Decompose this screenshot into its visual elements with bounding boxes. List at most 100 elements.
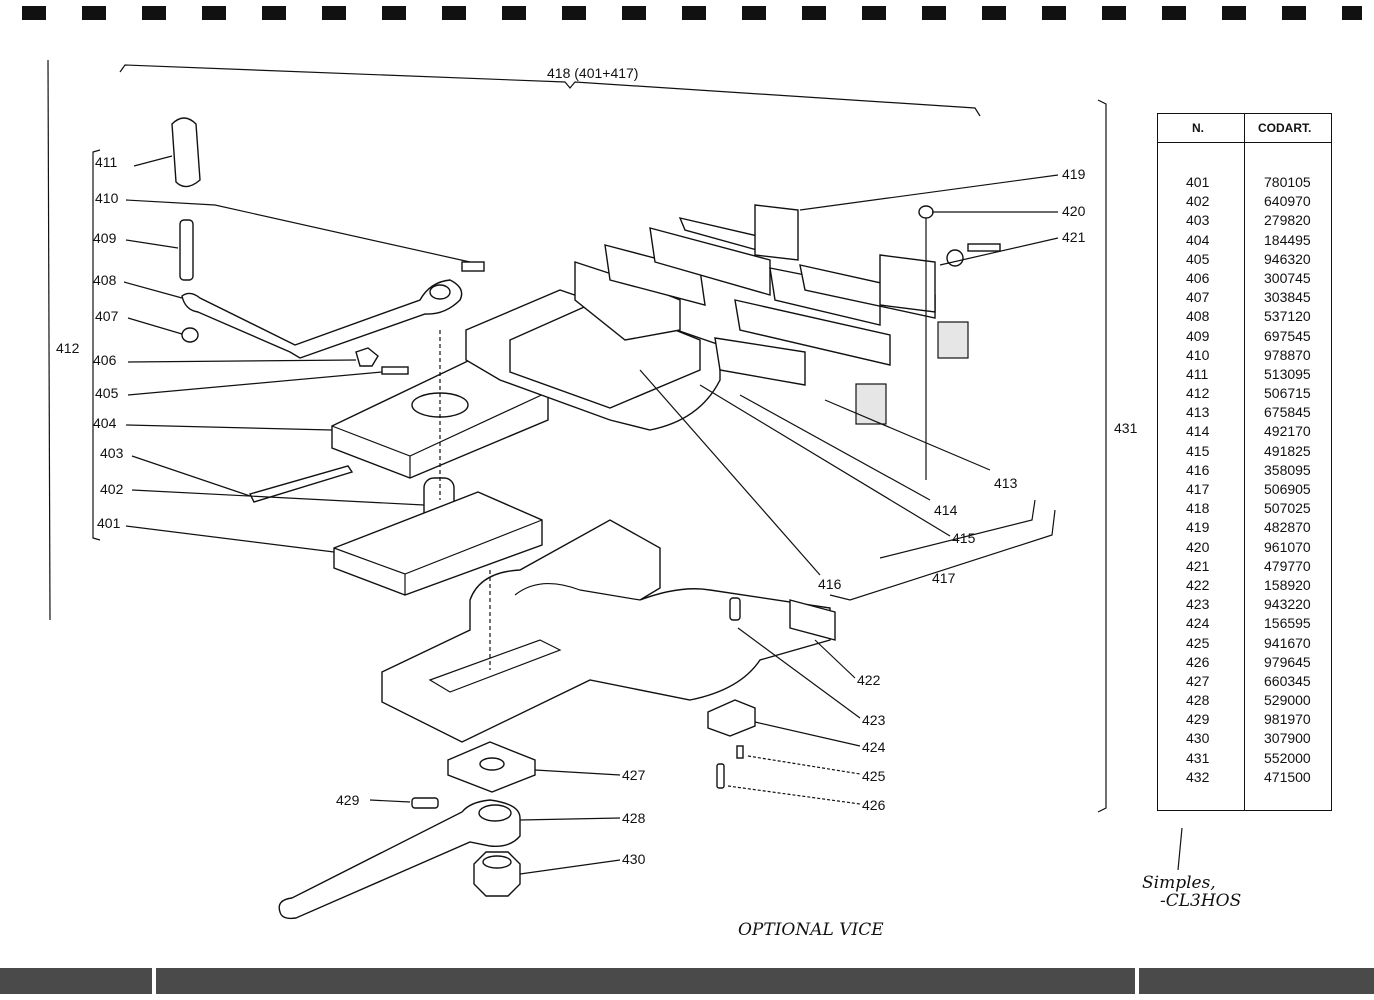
lever-eye [429, 284, 451, 300]
leader-407 [127, 317, 183, 335]
label-404: 404 [93, 415, 117, 431]
small-block [707, 699, 756, 737]
label-412: 412 [56, 340, 80, 356]
label-423: 423 [862, 712, 886, 728]
label-425: 425 [862, 768, 886, 784]
small-spacer [736, 745, 744, 759]
binder-hole [502, 6, 526, 20]
handwritten-note-line2: -CL3HOS [1160, 891, 1241, 911]
stop-block [789, 599, 836, 641]
part-number: 405 [1186, 250, 1210, 267]
jaw-plate-d [734, 299, 891, 366]
part-code: 946320 [1264, 250, 1311, 267]
handwritten-stroke [1177, 827, 1183, 871]
leader-427 [534, 769, 621, 776]
label-416: 416 [818, 576, 842, 592]
leader-423 [737, 627, 861, 719]
part-number: 412 [1186, 385, 1210, 402]
part-code: 491825 [1264, 442, 1311, 459]
washer [181, 327, 199, 343]
part-number: 424 [1186, 615, 1210, 632]
table-row: 401 780105 [1158, 174, 1331, 193]
part-code: 507025 [1264, 500, 1311, 517]
label-426: 426 [862, 797, 886, 813]
binder-hole [1042, 6, 1066, 20]
leader-405 [127, 371, 383, 396]
binder-hole [802, 6, 826, 20]
part-number: 409 [1186, 327, 1210, 344]
leader-425 [747, 755, 861, 775]
scan-edge-bar [0, 968, 1374, 994]
label-408: 408 [93, 272, 117, 288]
part-code: 943220 [1264, 596, 1311, 613]
bracket-412 [92, 149, 101, 541]
leader-430 [519, 859, 621, 875]
part-number: 401 [1186, 174, 1210, 190]
label-403: 403 [100, 445, 124, 461]
leader-409 [125, 239, 179, 249]
binder-hole [262, 6, 286, 20]
table-header-code: CODART. [1258, 121, 1312, 135]
binder-hole [22, 6, 46, 20]
jaw-plate-b [649, 227, 771, 296]
binder-hole [82, 6, 106, 20]
label-401: 401 [97, 515, 121, 531]
dowel-pin [729, 597, 741, 621]
leader-406 [127, 359, 357, 363]
label-427: 427 [622, 767, 646, 783]
leader-422 [814, 639, 856, 679]
bracket-431 [1097, 99, 1107, 813]
label-409: 409 [93, 230, 117, 246]
part-code: 780105 [1264, 174, 1311, 190]
binder-hole [562, 6, 586, 20]
label-429: 429 [336, 792, 360, 808]
part-code: 307900 [1264, 730, 1311, 747]
part-number: 417 [1186, 481, 1210, 497]
part-code: 640970 [1264, 193, 1311, 210]
part-code: 482870 [1264, 519, 1311, 536]
part-number: 404 [1186, 231, 1210, 248]
part-number: 415 [1186, 442, 1210, 459]
part-code: 675845 [1264, 404, 1311, 421]
scan-notch [152, 968, 156, 994]
bolt [381, 366, 409, 375]
part-number: 407 [1186, 289, 1210, 306]
part-code: 981970 [1264, 711, 1311, 728]
part-code: 479770 [1264, 557, 1311, 574]
label-405: 405 [95, 385, 119, 401]
lower-jaw-edges [333, 519, 543, 595]
binder-hole [742, 6, 766, 20]
pin-head [918, 205, 934, 219]
leader-428 [519, 817, 621, 821]
part-number: 402 [1186, 193, 1210, 210]
part-number: 425 [1186, 634, 1210, 651]
upper-jaw-edges [331, 391, 549, 478]
handwritten-note-line1: Simples, [1142, 873, 1216, 893]
part-code: 303845 [1264, 289, 1311, 306]
part-number: 416 [1186, 461, 1210, 478]
leader-416 [639, 369, 821, 576]
part-number: 426 [1186, 653, 1210, 670]
leader-410 [125, 199, 471, 263]
leader-401 [125, 525, 335, 553]
table-row: 407 303845 [1158, 289, 1331, 308]
part-code: 529000 [1264, 692, 1311, 709]
part-number: 427 [1186, 672, 1210, 689]
hex-nut [355, 347, 379, 367]
lower-jaw-block [333, 491, 543, 596]
lever-arm [181, 279, 463, 359]
part-number: 421 [1186, 557, 1210, 574]
part-code: 697545 [1264, 327, 1311, 344]
label-407: 407 [95, 308, 119, 324]
small-screw [461, 261, 485, 272]
